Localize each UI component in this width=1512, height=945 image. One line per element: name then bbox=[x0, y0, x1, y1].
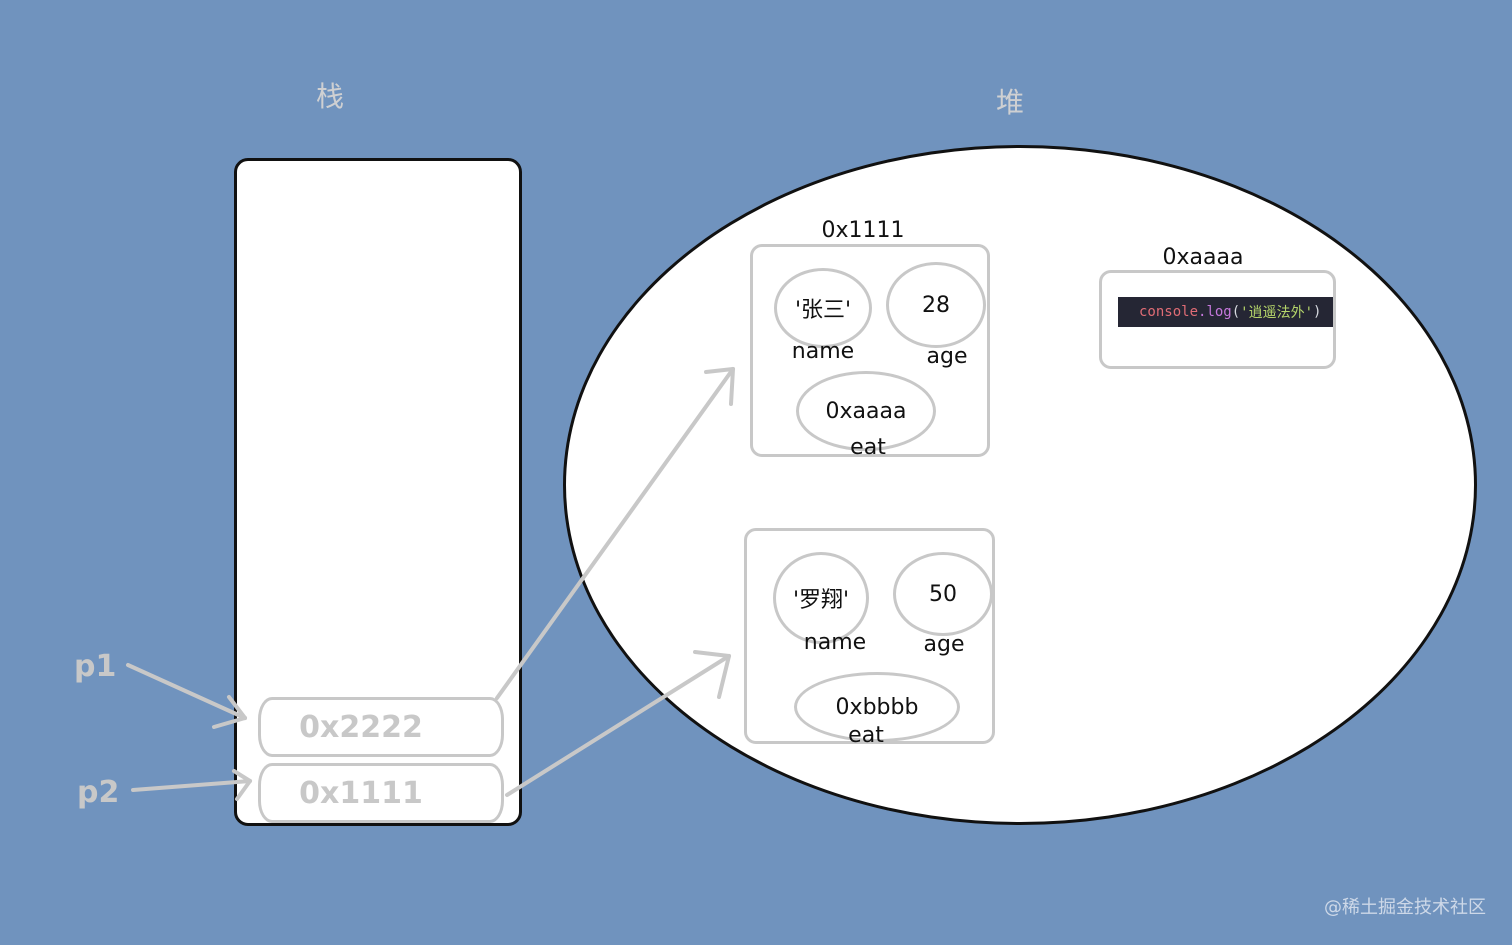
function-address: 0xaaaa bbox=[1162, 245, 1244, 270]
code-argument: '逍遥法外' bbox=[1240, 305, 1314, 321]
stack-slot: 0x1111 bbox=[258, 763, 504, 823]
object-address: 0x1111 bbox=[821, 218, 905, 243]
pointer-label-p2: p2 bbox=[77, 775, 120, 810]
property-value-eat: 0xaaaa bbox=[796, 371, 936, 451]
code-open-paren: ( bbox=[1231, 304, 1241, 320]
property-value-age: 50 bbox=[893, 552, 993, 636]
property-value-age: 28 bbox=[886, 262, 986, 348]
arrow-p2-to-slot bbox=[131, 769, 252, 801]
code-method: .log bbox=[1198, 304, 1232, 320]
watermark: @稀土掘金技术社区 bbox=[1324, 897, 1486, 918]
code-close-paren: ) bbox=[1313, 304, 1322, 320]
arrow-p1-to-slot bbox=[126, 663, 247, 729]
code-object: console bbox=[1139, 304, 1199, 320]
property-label-name: name bbox=[791, 339, 855, 364]
property-label-name: name bbox=[803, 630, 867, 655]
property-value-name: '罗翔' bbox=[773, 552, 869, 644]
pointer-label-p1: p1 bbox=[74, 649, 117, 684]
property-value-name: '张三' bbox=[774, 268, 872, 348]
property-label-age: age bbox=[926, 344, 968, 369]
property-label-eat: eat bbox=[848, 723, 884, 748]
code-snippet: console.log('逍遥法外') bbox=[1118, 297, 1333, 327]
heap-title: 堆 bbox=[995, 86, 1024, 119]
stack-title: 栈 bbox=[315, 80, 344, 113]
stack-slot: 0x2222 bbox=[258, 697, 504, 757]
heap-area bbox=[563, 145, 1477, 825]
property-label-age: age bbox=[923, 632, 965, 657]
arrow-shaft bbox=[131, 779, 252, 792]
property-label-eat: eat bbox=[850, 435, 886, 460]
property-value-eat: 0xbbbb bbox=[794, 672, 960, 742]
arrow-shaft bbox=[126, 663, 247, 720]
